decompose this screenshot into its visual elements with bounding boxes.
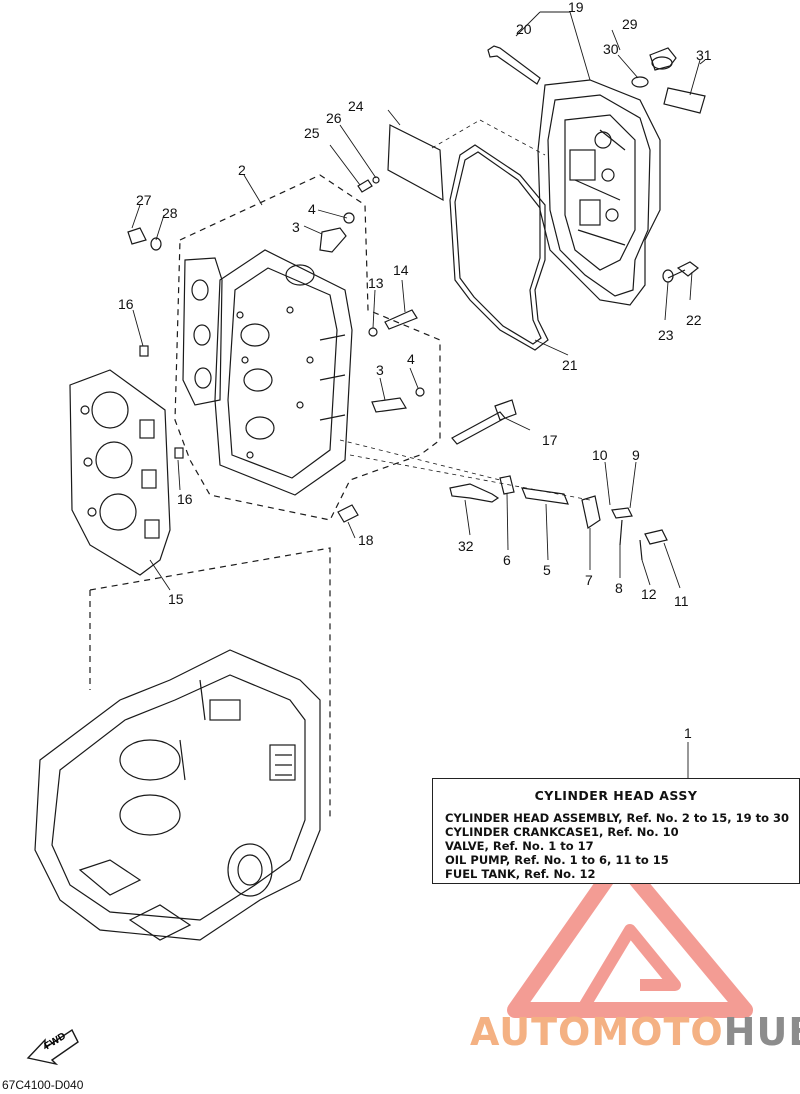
washer-26-part [372,176,380,184]
callout-18: 18 [358,532,374,548]
callout-17: 17 [542,432,558,448]
assy-line-2: CYLINDER CRANKCASE1, Ref. No. 10 [445,825,679,839]
bolt-11-part [644,529,668,545]
spark-plug-32-part [449,483,500,503]
oring-30-part [631,76,649,88]
callout-28: 28 [162,205,178,221]
bolt-14-part [384,309,418,330]
head-group-outline [174,174,441,521]
callout-4b: 4 [407,351,415,367]
callout-14: 14 [393,262,409,278]
crankcase-block-part [34,649,321,941]
pin-8-part [619,519,623,546]
bolt-20-part [487,45,541,85]
callout-26: 26 [326,110,342,126]
dowel-16a-part [139,345,149,357]
bolt-18-part [337,504,359,523]
washer-13-part [368,327,378,337]
plate-7-part [581,495,601,529]
callout-20: 20 [516,21,532,37]
oil-cap-29-part [649,47,677,71]
assy-line-4: OIL PUMP, Ref. No. 1 to 6, 11 to 15 [445,853,669,867]
callout-23: 23 [658,327,674,343]
callout-4a: 4 [308,201,316,217]
pin-12-part [639,539,643,561]
valve-lifter-3b-part [371,397,407,413]
bolt-27-part [127,227,147,245]
callout-1: 1 [684,725,692,741]
assy-title: CYLINDER HEAD ASSY [534,788,698,803]
callout-3b: 3 [376,362,384,378]
clip-4b-part [415,387,425,397]
callout-30: 30 [603,41,619,57]
watermark-part1: AUTOMOTO [470,1010,724,1054]
callout-13: 13 [368,275,384,291]
cylinder-head-2-part [214,249,353,496]
callout-19: 19 [568,0,584,15]
callout-32: 32 [458,538,474,554]
fwd-arrow-icon [26,1028,79,1066]
exhaust-cover-gasket-part [182,257,223,406]
assy-line-1: CYLINDER HEAD ASSEMBLY, Ref. No. 2 to 15… [445,811,790,825]
callout-10: 10 [592,447,608,463]
assy-line-3: VALVE, Ref. No. 1 to 17 [445,839,594,853]
crankcase-block-outline [89,547,331,820]
plate-24-part [387,124,444,202]
washer-28-part [150,237,162,251]
callout-11: 11 [674,593,689,609]
callout-27: 27 [136,192,152,208]
assy-line-5: FUEL TANK, Ref. No. 12 [445,867,596,881]
callout-16a: 16 [118,296,134,312]
callout-7: 7 [585,572,593,588]
callout-21: 21 [562,357,578,373]
callout-3a: 3 [292,219,300,235]
label-31-part [663,87,706,114]
bolt-17-part [451,399,517,445]
callout-8: 8 [615,580,623,596]
shaft-5-part [521,487,569,505]
watermark-part2: HUB [723,1010,800,1054]
watermark-text: AUTOMOTOHUB [470,1010,800,1054]
head-gasket-15-part [69,369,171,576]
callout-16b: 16 [177,491,193,507]
callout-15: 15 [168,591,184,607]
callout-24: 24 [348,98,364,114]
valve-cover-part [537,79,661,306]
gasket-21-part [449,144,549,351]
callout-5: 5 [543,562,551,578]
seal-6-part [499,475,515,495]
callout-25: 25 [304,125,320,141]
automotohub-logo-icon [507,852,753,1018]
callout-31: 31 [696,47,712,63]
callout-12: 12 [641,586,657,602]
bolt-22-part [667,261,699,279]
screw-9-part [611,507,633,519]
callout-2: 2 [238,162,246,178]
valve-lifter-3a-part [319,227,347,253]
dowel-16b-part [174,447,184,459]
diagram-code: 67C4100-D040 [2,1078,84,1092]
assy-reference-box: CYLINDER HEAD ASSY CYLINDER HEAD ASSEMBL… [432,778,800,884]
screw-25-part [357,179,373,193]
callout-22: 22 [686,312,702,328]
callout-29: 29 [622,16,638,32]
clip-4a-part [343,212,355,224]
callout-6: 6 [503,552,511,568]
callout-9: 9 [632,447,640,463]
